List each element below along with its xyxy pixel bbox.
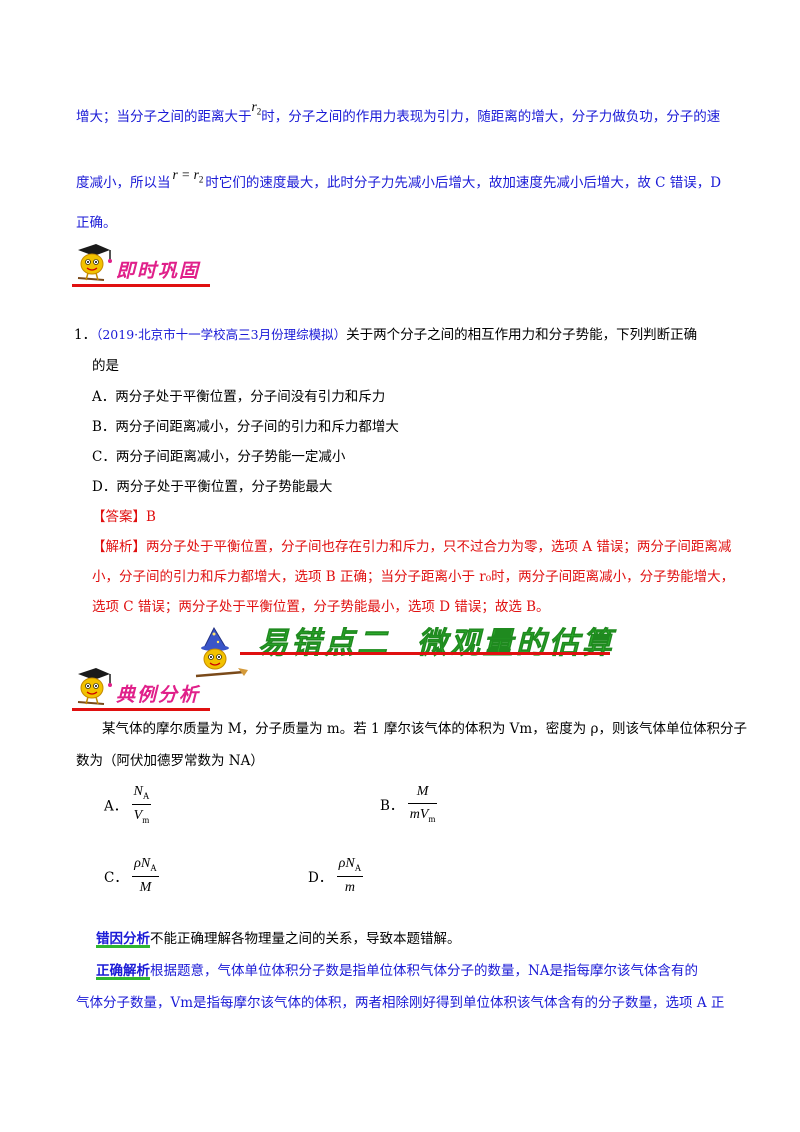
top-paragraph-line-3: 正确。 — [76, 214, 117, 232]
analysis-label: 【解析】 — [92, 539, 146, 555]
option-c-fraction: ρNA M — [132, 856, 159, 895]
mascot-icon — [77, 668, 112, 705]
option-b-label: B． — [380, 797, 404, 814]
question1-stem-b: 的是 — [92, 358, 119, 374]
option-d-fraction: ρNA m — [336, 856, 364, 895]
correct-analysis-line-1: 正确解析根据题意，气体单位体积分子数是指单位体积气体分子的数量，NA是指每摩尔该… — [96, 962, 698, 980]
top-paragraph-line-1: 增大；当分子之间的距离大于r2时，分子之间的作用力表现为引力，随距离的增大，分子… — [76, 99, 721, 131]
example-option-a: A． NA Vm — [104, 784, 152, 825]
question1-analysis-line-1: 【解析】两分子处于平衡位置，分子间也存在引力和斥力，只不过合力为零，选项 A 错… — [92, 538, 731, 556]
example-stem-line-1: 某气体的摩尔质量为 M，分子质量为 m。若 1 摩尔该气体的体积为 Vm，密度为… — [102, 721, 747, 737]
example-title: 典例分析 — [116, 684, 201, 706]
question1-stem-line-1: 1．（2019·北京市十一学校高三3月份理综模拟）关于两个分子之间的相互作用力和… — [74, 326, 697, 344]
question1-stem-a: 关于两个分子之间的相互作用力和分子势能，下列判断正确 — [346, 327, 698, 343]
banner-base-line — [240, 652, 610, 655]
example-underline — [72, 708, 210, 711]
top-line2-text-a: 度减小，所以当 — [76, 175, 171, 191]
example-stem-line-2: 数为（阿伏加德罗常数为 NA） — [76, 753, 264, 769]
option-c-label: C． — [104, 869, 128, 886]
correct-analysis-text-1: 根据题意，气体单位体积分子数是指单位体积气体分子的数量，NA是指每摩尔该气体含有… — [150, 963, 699, 979]
top-line1-text-a: 增大；当分子之间的距离大于 — [76, 109, 252, 125]
error-analysis-label: 错因分析 — [96, 931, 150, 947]
error-analysis: 错因分析不能正确理解各物理量之间的关系，导致本题错解。 — [96, 930, 461, 948]
top-line1-text-b: 时，分子之间的作用力表现为引力，随距离的增大，分子力做负功，分子的速 — [261, 109, 721, 125]
top-line2-text-b: 时它们的速度最大，此时分子力先减小后增大，故加速度先减小后增大，故 C 错误，D — [205, 175, 722, 191]
mascot-icon — [77, 244, 112, 281]
correct-analysis-label: 正确解析 — [96, 963, 150, 979]
option-a-label: A． — [104, 798, 128, 815]
wizard-mascot-icon — [195, 626, 248, 678]
question1-option-a: A．两分子处于平衡位置，分子间没有引力和斥力 — [92, 389, 386, 405]
r-equals-r2: r = r2 — [172, 167, 204, 185]
consolidate-underline — [72, 284, 210, 287]
question1-answer: 【答案】B — [92, 509, 156, 525]
error-analysis-text: 不能正确理解各物理量之间的关系，导致本题错解。 — [150, 931, 461, 947]
consolidate-title: 即时巩固 — [116, 260, 201, 282]
r2-symbol: r2 — [251, 99, 262, 117]
question1-option-c: C．两分子间距离减小，分子势能一定减小 — [92, 449, 346, 465]
question1-option-b: B．两分子间距离减小，分子间的引力和斥力都增大 — [92, 419, 399, 435]
example-option-d: D． ρNA m — [308, 856, 364, 896]
question1-analysis-line-2: 小，分子间的引力和斥力都增大，选项 B 正确；当分子距离小于 r₀时，两分子间距… — [92, 569, 735, 585]
question1-stem-line-2: 的是 — [92, 357, 119, 375]
question1-option-d: D．两分子处于平衡位置，分子势能最大 — [92, 479, 333, 495]
option-b-fraction: M mVm — [407, 784, 438, 824]
correct-analysis-line-2: 气体分子数量，Vm是指每摩尔该气体的体积，两者相除刚好得到单位体积该气体含有的分… — [76, 995, 725, 1011]
banner-title: 易错点二 微观量的估算 — [258, 626, 615, 662]
question1-analysis-line-3: 选项 C 错误；两分子处于平衡位置，分子势能最小，选项 D 错误；故选 B。 — [92, 599, 550, 615]
option-d-label: D． — [308, 869, 333, 886]
example-option-b: B． M mVm — [380, 784, 438, 824]
question1-source: （2019·北京市十一学校高三3月份理综模拟） — [96, 327, 347, 342]
top-line3-text: 正确。 — [76, 215, 117, 231]
question1-number: 1． — [74, 327, 97, 343]
option-a-fraction: NA Vm — [131, 784, 152, 825]
example-option-c: C． ρNA M — [104, 856, 159, 896]
analysis-text-1: 两分子处于平衡位置，分子间也存在引力和斥力，只不过合力为零，选项 A 错误；两分… — [146, 539, 732, 555]
